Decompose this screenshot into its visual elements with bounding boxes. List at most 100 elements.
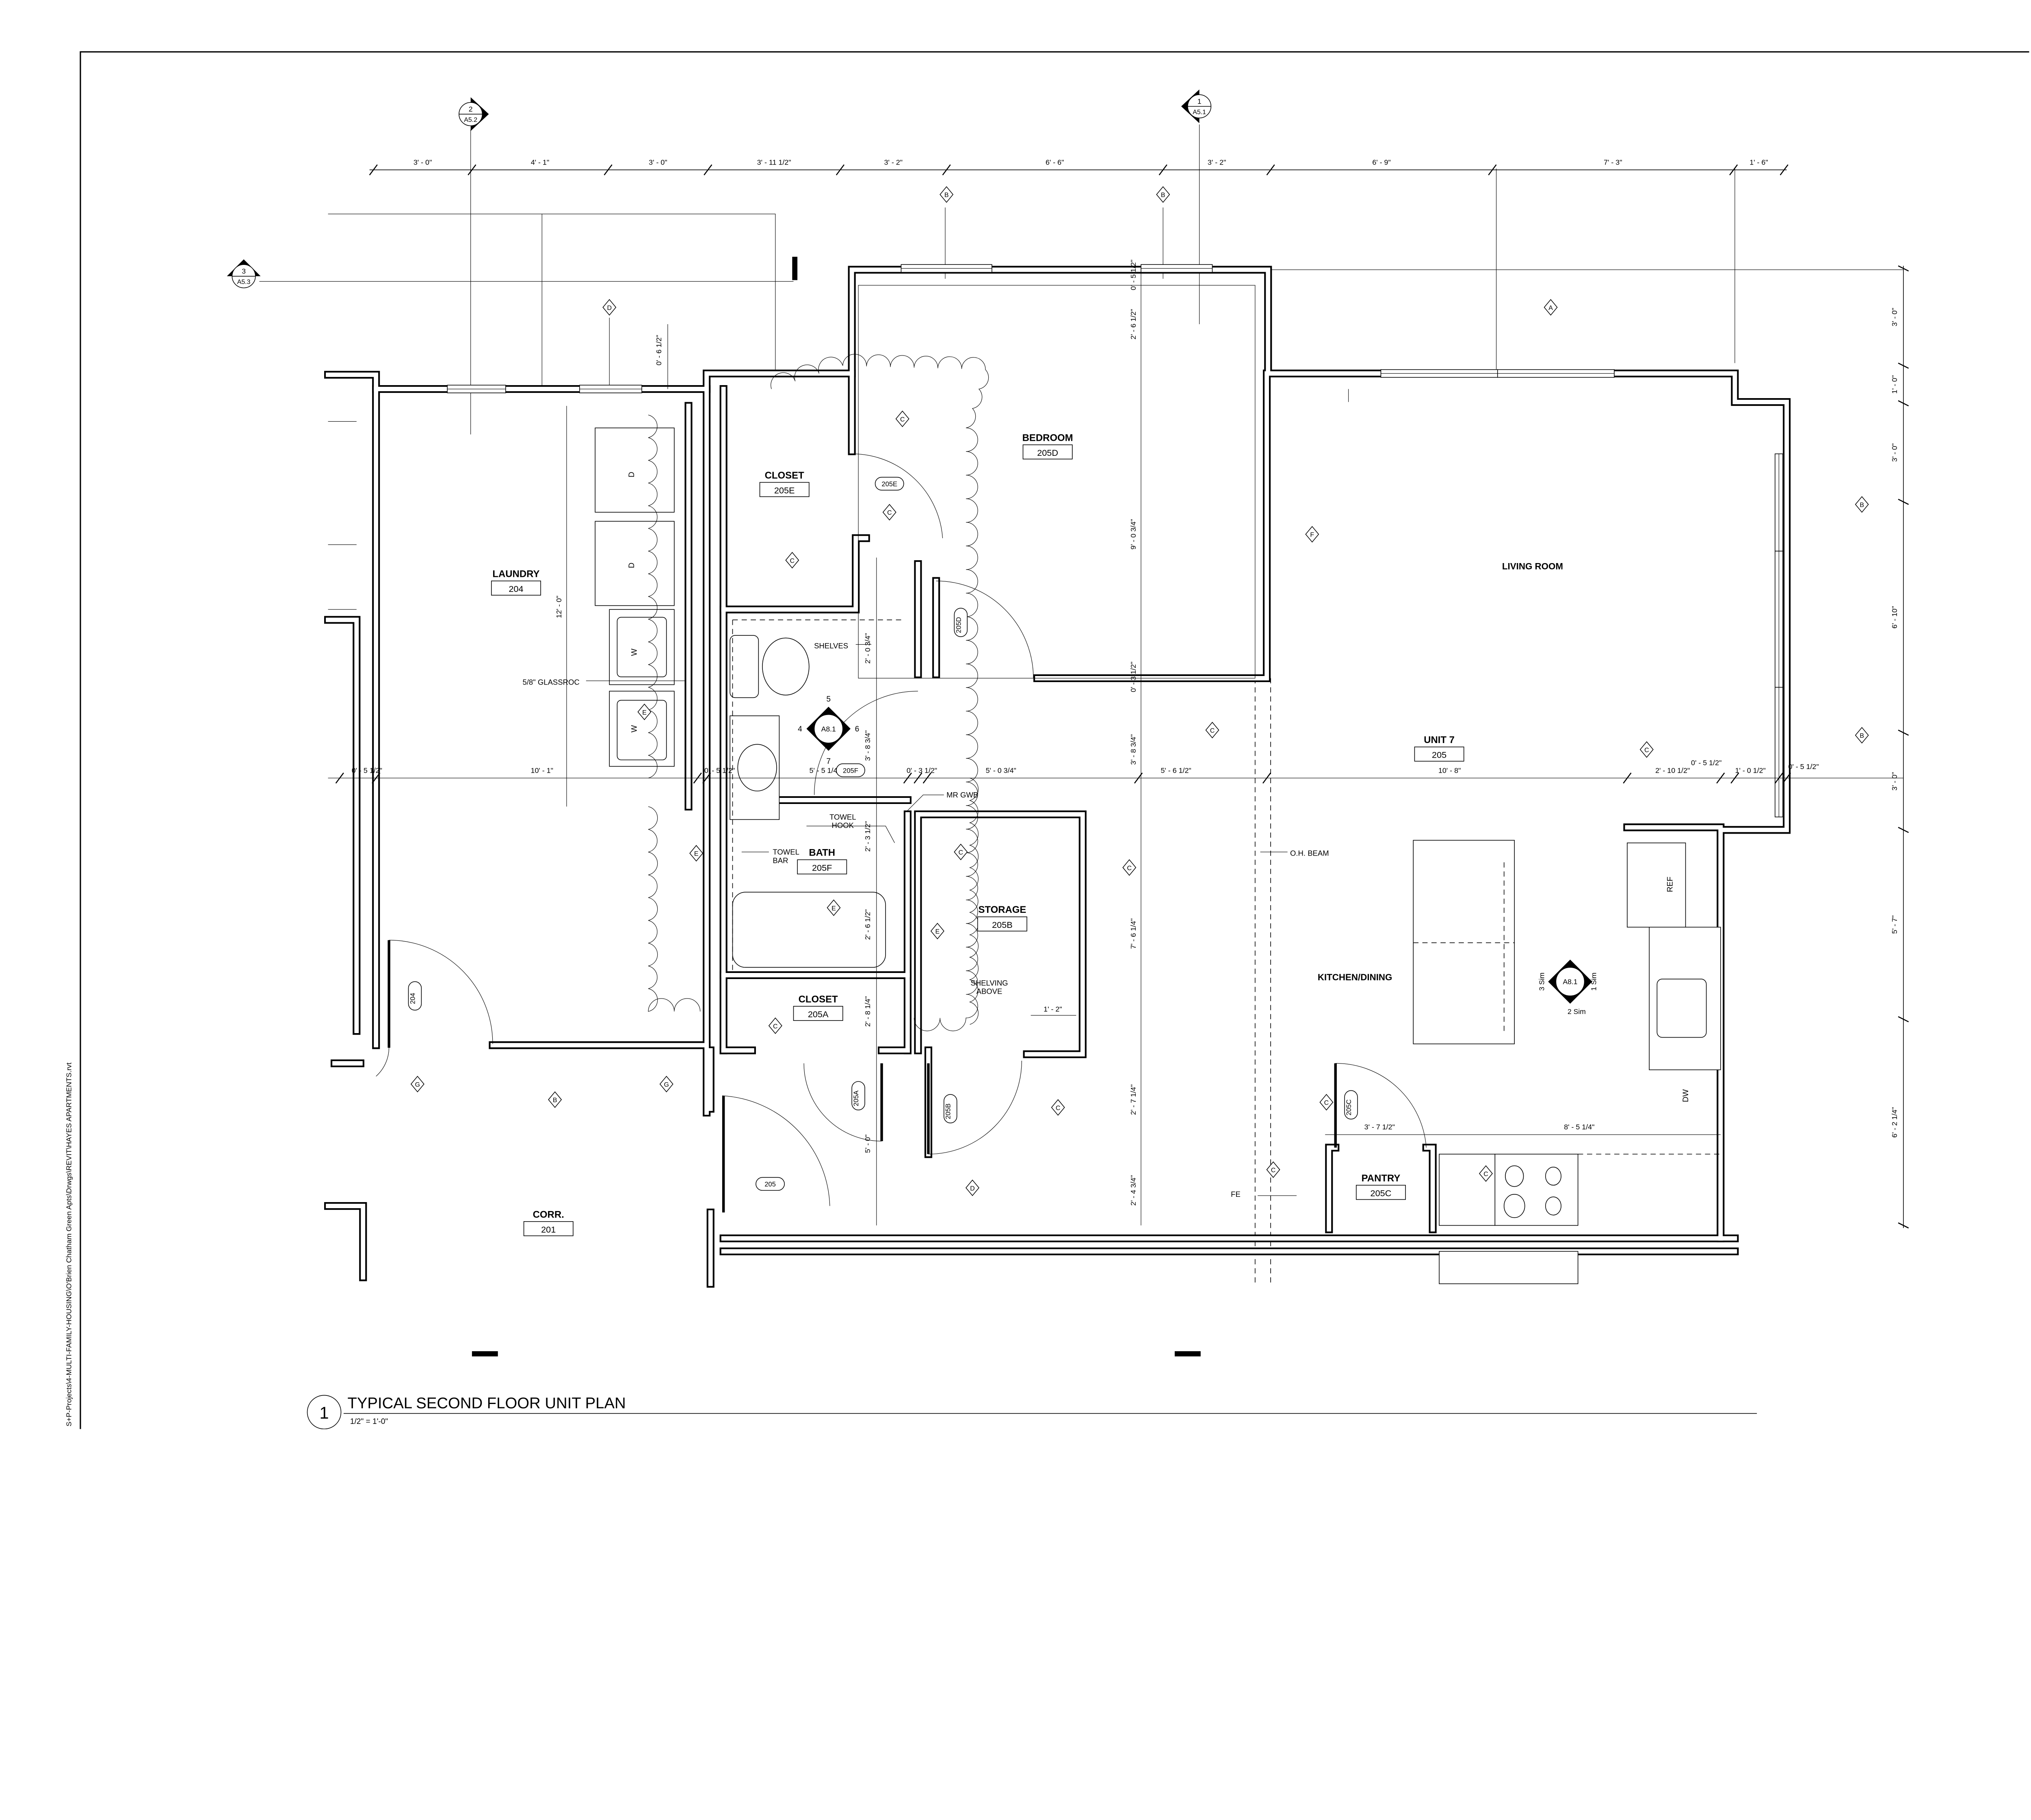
interior-dimension-text: 2' - 6 1/2": [864, 909, 872, 940]
door-tag: 205C: [1344, 1090, 1358, 1120]
elevation-label: 5: [826, 695, 831, 704]
note-line: FE: [1231, 1190, 1241, 1198]
diamond-icon: [882, 504, 896, 521]
cross-dimension-text: 0' - 5 1/2": [1691, 758, 1721, 767]
dimension-tick: [704, 164, 712, 176]
section-marker-number: 3: [242, 267, 246, 275]
revision-cloud: [648, 414, 658, 778]
wall-tag-letter: C: [1483, 1171, 1488, 1178]
room-number-box: [793, 1006, 843, 1021]
door-swing: [376, 1048, 390, 1077]
wall-tag-letter: C: [887, 509, 892, 516]
door-swing: [852, 453, 943, 538]
wall-tag-letter: C: [1271, 1167, 1276, 1174]
wall-type-tag: C: [895, 410, 909, 427]
right-dimension-text: 3' - 0": [1890, 443, 1899, 462]
room-number: 205A: [808, 1009, 829, 1019]
dimension-tick: [1488, 164, 1497, 176]
dimension-tick: [604, 164, 613, 176]
cross-dimension-text: 0' - 5 1/2": [352, 766, 382, 774]
elevation-label: 3 Sim: [1538, 973, 1546, 991]
wall: [324, 266, 1791, 1242]
top-dimension-text: 1' - 6": [1750, 158, 1768, 166]
note-line: SHELVING: [970, 979, 1008, 987]
door-tag: 205F: [836, 763, 865, 777]
diamond-icon: [954, 843, 968, 860]
dimension-tick: [903, 772, 912, 784]
wall-core: [1035, 371, 1269, 680]
door-tag-outline: [943, 1094, 957, 1124]
door-swing: [936, 581, 1034, 678]
elevation-circle: [1555, 967, 1585, 997]
dimension-tick: [1623, 772, 1632, 784]
room-name: STORAGE: [978, 904, 1026, 915]
door-tag-outline: [408, 981, 422, 1011]
top-dimension-text: 3' - 0": [414, 158, 432, 166]
dimension-tick: [1898, 400, 1909, 407]
dimension-tick: [1780, 164, 1788, 176]
wall-type-tag: C: [1122, 859, 1137, 876]
section-marker-sheet: A5.3: [237, 279, 251, 286]
washer-drum: [617, 617, 667, 678]
note-line: HOOK: [832, 821, 854, 830]
door-tag-number: 205E: [881, 480, 897, 488]
wall-type-tag: B: [1855, 496, 1869, 513]
room-number: 201: [541, 1224, 556, 1235]
door-tag-outline: [851, 1081, 865, 1111]
wall-type-tag: E: [827, 899, 841, 916]
dimension-tick: [1774, 772, 1784, 784]
windows: [447, 264, 1783, 817]
wall-type-tag: C: [954, 843, 968, 860]
top-dimension-text: 3' - 0": [649, 158, 667, 166]
diamond-icon: [1205, 722, 1219, 739]
room-name: CLOSET: [765, 470, 804, 481]
bathtub: [732, 892, 886, 968]
floor-plan-sheet: 3' - 0"4' - 1"3' - 0"3' - 11 1/2"3' - 2"…: [65, 51, 2029, 1429]
dimension-tick: [1898, 265, 1909, 272]
door-tag-number: 205D: [955, 617, 962, 633]
cross-dimension-text: 0' - 5 1/2": [704, 766, 735, 774]
interior-dimension-text: 3' - 8 3/4": [1129, 734, 1137, 765]
top-dimension-text: 6' - 9": [1372, 158, 1391, 166]
dimension-tick: [1730, 772, 1739, 784]
diamond-icon: [1305, 526, 1319, 543]
diamond-icon: [548, 1091, 562, 1108]
interior-dimension-text: 2' - 3 1/2": [864, 821, 872, 852]
view-title: TYPICAL SECOND FLOOR UNIT PLAN: [347, 1395, 626, 1412]
wall-tag-letter: G: [415, 1081, 420, 1088]
diamond-icon: [602, 299, 617, 316]
dryer: [595, 521, 675, 606]
dimension-tick: [836, 164, 845, 176]
dimensions: 3' - 0"4' - 1"3' - 0"3' - 11 1/2"3' - 2"…: [328, 158, 1909, 1228]
top-dimension-text: 7' - 3": [1604, 158, 1622, 166]
wall-tag-letter: C: [790, 557, 795, 564]
wall-type-tag: C: [882, 504, 896, 521]
wall-tag-letter: C: [1056, 1105, 1061, 1112]
wall-core: [326, 618, 359, 1034]
reference-lines: [259, 124, 1903, 1356]
revision-cloud: [969, 778, 979, 1025]
right-dimension-text: 6' - 10": [1890, 606, 1899, 628]
room-number-box: [759, 482, 810, 497]
interior-dimension-text: 0' - 5 1/2": [1129, 260, 1137, 290]
wall-type-tag: E: [930, 923, 944, 940]
diamond-icon: [1156, 186, 1170, 203]
interior-dimension-text: 2' - 7 1/4": [1129, 1084, 1137, 1115]
diamond-icon: [965, 1179, 979, 1196]
dimension-tick: [369, 164, 378, 176]
reference-line: [328, 214, 776, 370]
door-tag: 205D: [954, 608, 968, 637]
diamond-icon: [1051, 1099, 1065, 1116]
room-number-box: [1356, 1185, 1406, 1200]
wall-tag-letter: D: [607, 305, 612, 312]
wall-type-tag: C: [1205, 722, 1219, 739]
